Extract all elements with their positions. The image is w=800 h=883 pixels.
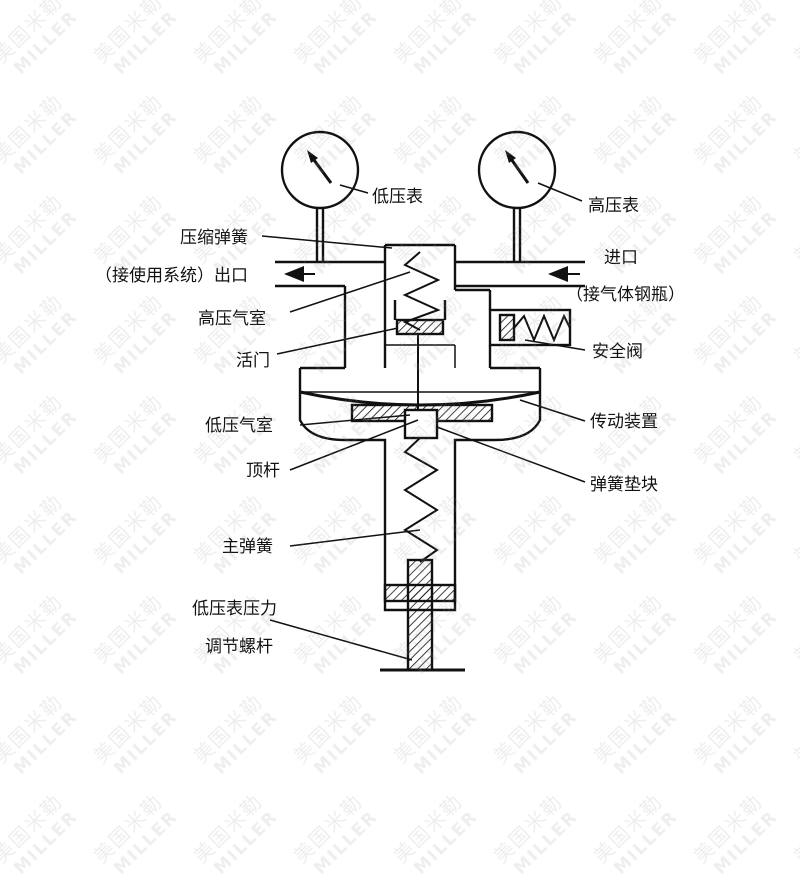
label-main-spring: 主弹簧 xyxy=(222,537,273,557)
transmission-plate xyxy=(350,403,494,440)
label-high-pressure-chamber: 高压气室 xyxy=(198,309,266,329)
label-spring-pad: 弹簧垫块 xyxy=(590,475,658,495)
label-low-gauge: 低压表 xyxy=(372,187,423,207)
outlet-pipe xyxy=(275,260,385,288)
adjusting-screw xyxy=(380,558,465,672)
label-transmission: 传动装置 xyxy=(590,412,658,432)
label-compression-spring: 压缩弹簧 xyxy=(180,228,248,248)
leader-lines xyxy=(261,182,586,661)
regulator-diagram: 低压表 高压表 压缩弹簧 （接使用系统）出口 进口 （接气体钢瓶） 高压气室 活… xyxy=(95,130,685,672)
low-pressure-gauge xyxy=(280,130,360,262)
labels: 低压表 高压表 压缩弹簧 （接使用系统）出口 进口 （接气体钢瓶） 高压气室 活… xyxy=(95,187,685,657)
label-valve: 活门 xyxy=(236,351,270,371)
label-high-gauge: 高压表 xyxy=(588,196,639,216)
main-spring xyxy=(403,437,439,563)
diaphragm xyxy=(298,390,542,407)
label-push-rod: 顶杆 xyxy=(246,461,280,481)
compression-spring xyxy=(402,251,441,331)
label-inlet-source: （接气体钢瓶） xyxy=(566,285,685,305)
high-pressure-gauge xyxy=(477,130,557,262)
valve-poppet xyxy=(393,300,447,410)
label-safety-valve: 安全阀 xyxy=(592,342,643,362)
label-outlet: （接使用系统）出口 xyxy=(95,265,248,286)
label-low-pressure-chamber: 低压气室 xyxy=(205,416,273,436)
safety-valve xyxy=(488,308,572,347)
label-inlet: 进口 xyxy=(604,248,638,268)
inlet-pipe xyxy=(455,260,585,288)
regulator-upper-body xyxy=(298,243,542,393)
label-adjust-line1: 低压表压力 xyxy=(192,599,277,619)
label-adjust-line2: 调节螺杆 xyxy=(205,637,273,657)
